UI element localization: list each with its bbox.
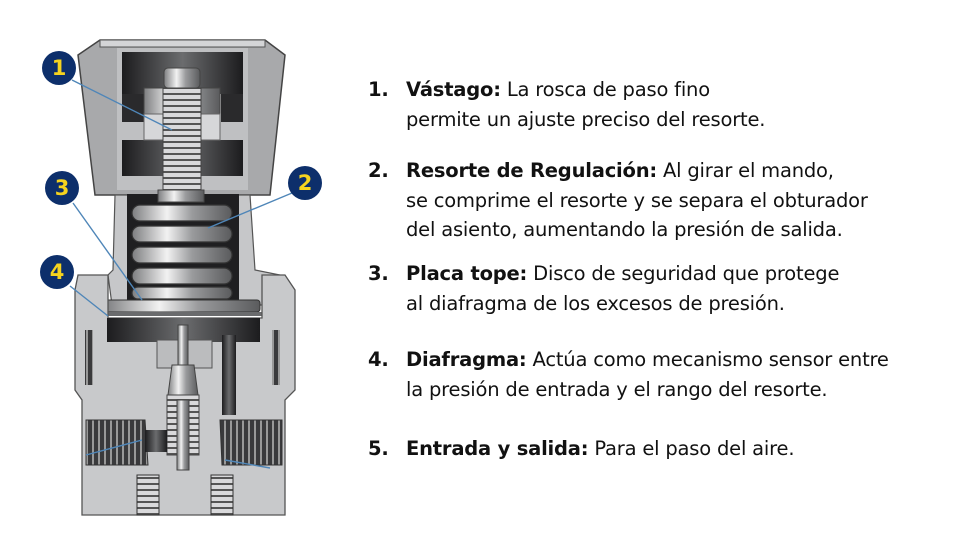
legend-term: Vástago: — [406, 78, 501, 101]
legend-number: 5. — [368, 437, 389, 460]
legend-text: Disco de seguridad que protege — [533, 262, 840, 285]
legend-text: Al girar el mando, — [663, 159, 834, 182]
legend-term: Entrada y salida: — [406, 437, 589, 460]
regulator-illustration — [69, 39, 296, 516]
legend-text: La rosca de paso fino — [506, 78, 710, 101]
legend-text: permite un ajuste preciso del resorte. — [406, 107, 766, 131]
legend-number: 1. — [368, 78, 389, 101]
callout-badge-3: 3 — [45, 171, 79, 205]
legend-text: del asiento, aumentando la presión de sa… — [406, 218, 843, 241]
legend-text: se comprime el resorte y se separa el ob… — [406, 188, 868, 212]
legend-number: 2. — [368, 159, 389, 182]
legend-term: Placa tope: — [406, 262, 528, 285]
callout-badge-2: 2 — [288, 166, 322, 200]
legend-number: 3. — [368, 262, 389, 285]
legend-text: la presión de entrada y el rango del res… — [406, 377, 828, 401]
legend-text: Para el paso del aire. — [594, 437, 795, 460]
legend-text: Actúa como mecanismo sensor entre — [532, 348, 889, 371]
callout-badge-1: 1 — [42, 51, 76, 85]
callout-badge-4: 4 — [40, 255, 74, 289]
legend-text: al diafragma de los excesos de presión. — [406, 291, 785, 315]
legend-number: 4. — [368, 348, 389, 371]
legend-term: Resorte de Regulación: — [406, 159, 658, 182]
regulator-cutaway-diagram: 1 2 3 4 — [0, 0, 340, 540]
legend-term: Diafragma: — [406, 348, 527, 371]
